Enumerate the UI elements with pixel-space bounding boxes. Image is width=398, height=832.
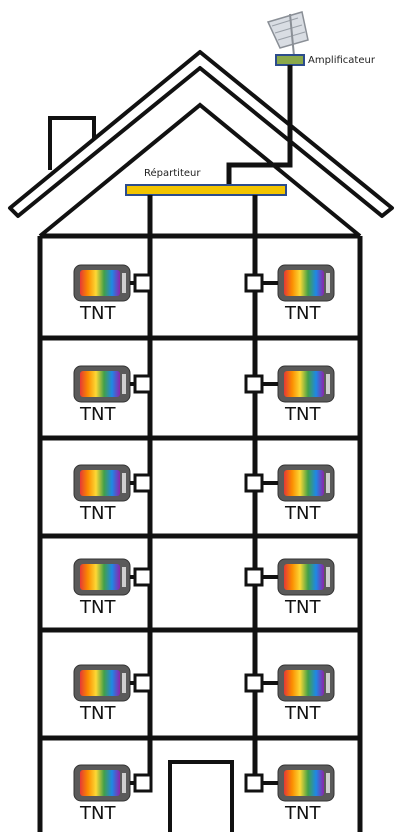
tv-icon — [73, 664, 131, 702]
amplifier-label: Amplificateur — [308, 55, 376, 66]
tv-label: TNT — [79, 404, 116, 425]
roof — [8, 50, 394, 238]
tv-label: TNT — [79, 503, 116, 524]
wall-outlet-icon — [133, 273, 153, 293]
floor-6: TNT TNT — [73, 764, 335, 824]
tv-icon — [277, 764, 335, 802]
amplifier-box — [275, 54, 305, 66]
wall-outlet-icon — [244, 374, 264, 394]
tv-icon — [73, 264, 131, 302]
tv-label: TNT — [79, 803, 116, 824]
feed-cable — [226, 65, 293, 186]
wall-outlet-icon — [133, 773, 153, 793]
wall-outlet-icon — [133, 473, 153, 493]
tv-label: TNT — [284, 703, 321, 724]
building-frame — [37, 233, 363, 832]
roof-outer — [8, 50, 394, 218]
tv-label: TNT — [284, 404, 321, 425]
riser-cables — [147, 195, 258, 782]
floor-4: TNT TNT — [73, 558, 335, 618]
tv-icon — [277, 664, 335, 702]
wall-outlet-icon — [244, 473, 264, 493]
tv-label: TNT — [284, 803, 321, 824]
chimney — [48, 116, 96, 170]
tv-icon — [277, 464, 335, 502]
wall-outlet-icon — [244, 273, 264, 293]
tv-icon — [277, 558, 335, 596]
wall-outlet-icon — [133, 567, 153, 587]
floor-5: TNT TNT — [73, 664, 335, 724]
floor-1: TNT TNT — [73, 264, 335, 324]
distributor-label: Répartiteur — [144, 167, 201, 179]
roof-inner — [38, 102, 362, 238]
tv-icon — [73, 558, 131, 596]
tv-icon — [277, 365, 335, 403]
tv-label: TNT — [284, 597, 321, 618]
tv-label: TNT — [79, 597, 116, 618]
floors-layer: TNT TNT TNT TNT TNT TNT TNT TNT TNT TNT TNT TNT — [73, 264, 335, 824]
tv-label: TNT — [284, 303, 321, 324]
wall-outlet-icon — [244, 773, 264, 793]
front-door — [168, 760, 234, 832]
tv-icon — [277, 264, 335, 302]
floor-3: TNT TNT — [73, 464, 335, 524]
tv-label: TNT — [79, 303, 116, 324]
wall-outlet-icon — [244, 567, 264, 587]
tv-label: TNT — [284, 503, 321, 524]
tv-icon — [73, 365, 131, 403]
tv-icon — [73, 464, 131, 502]
wall-outlet-icon — [133, 374, 153, 394]
wall-outlet-icon — [244, 673, 264, 693]
distributor-bar — [125, 184, 287, 196]
wall-outlet-icon — [133, 673, 153, 693]
tv-label: TNT — [79, 703, 116, 724]
floor-2: TNT TNT — [73, 365, 335, 425]
antenna-icon — [266, 11, 309, 57]
tv-icon — [73, 764, 131, 802]
